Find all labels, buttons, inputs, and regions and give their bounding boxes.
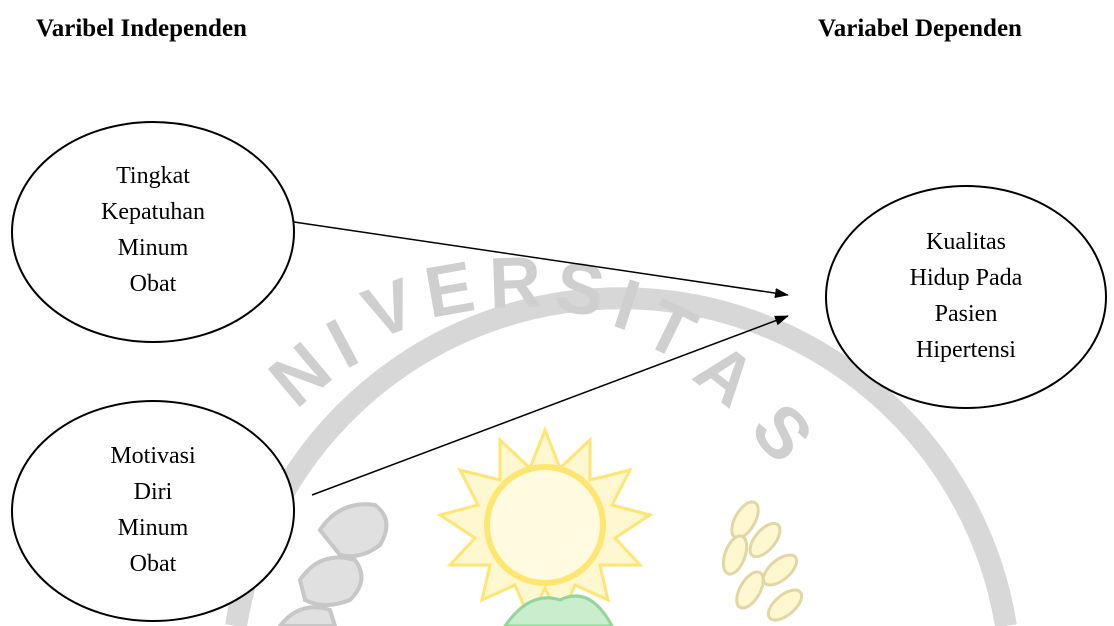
compliance-node-label: Tingkat Kepatuhan Minum Obat bbox=[101, 163, 205, 297]
arrow-motivation-to-quality bbox=[311, 315, 789, 496]
motivation-node bbox=[11, 400, 295, 622]
mountain-emblem bbox=[503, 594, 614, 626]
svg-text:R: R bbox=[488, 242, 543, 324]
cotton-emblem bbox=[277, 502, 389, 626]
arrow-compliance-to-quality bbox=[293, 221, 789, 299]
rice-emblem bbox=[721, 500, 804, 622]
sun-emblem bbox=[436, 425, 654, 624]
quality-of-life-node-label: Kualitas Hidup Pada Pasien Hipertensi bbox=[909, 229, 1023, 363]
compliance-node bbox=[11, 121, 295, 343]
motivation-node-label: Motivasi Diri Minum Obat bbox=[110, 443, 196, 577]
quality-of-life-node bbox=[825, 185, 1107, 409]
dependent-variable-heading: Variabel Dependen bbox=[818, 15, 1022, 42]
independent-variable-heading: Varibel Independen bbox=[36, 15, 247, 42]
